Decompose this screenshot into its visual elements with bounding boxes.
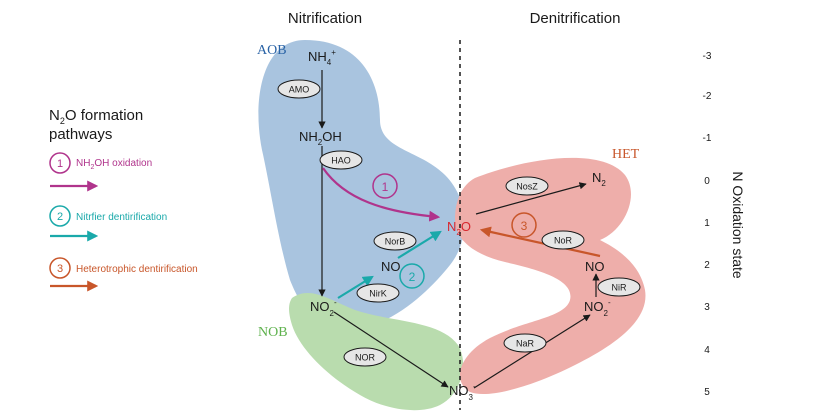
species-no2-right: NO2- [584, 298, 611, 318]
svg-text:1: 1 [382, 180, 389, 194]
title-nitrification: Nitrification [288, 10, 362, 27]
species-no-left: NO [381, 259, 401, 274]
species-no3: NO3- [449, 382, 476, 402]
enzyme-nor-het: NoR [541, 230, 585, 250]
ox-value: 0 [704, 176, 710, 187]
arrow-n2o-to-n2 [475, 182, 587, 215]
ox-value: 5 [704, 387, 710, 398]
species-n2: N2 [592, 170, 606, 188]
svg-text:HAO: HAO [331, 156, 351, 166]
marker-pathway-1: 1 [372, 173, 398, 199]
enzyme-nosz: NosZ [505, 176, 549, 196]
label-het: HET [612, 147, 640, 162]
legend-item-1: 1 NH2OH oxidation [49, 152, 152, 192]
svg-text:NosZ: NosZ [516, 182, 538, 192]
enzyme-nirk: NirK [356, 283, 400, 303]
ox-value: 3 [704, 302, 710, 313]
arrow-pathway-2a [337, 275, 374, 299]
species-nh4: NH4+ [308, 48, 336, 67]
legend-item-1-label: NH2OH oxidation [76, 158, 152, 171]
species-no-right: NO [585, 259, 605, 274]
ox-value: 1 [704, 218, 710, 229]
svg-text:3: 3 [521, 219, 528, 233]
svg-text:3: 3 [57, 263, 63, 275]
enzyme-amo: AMO [277, 79, 321, 99]
svg-text:1: 1 [57, 158, 63, 170]
svg-text:NirK: NirK [369, 289, 387, 299]
enzyme-nor-nob: NOR [343, 347, 387, 367]
ox-axis-label: N Oxidation state [730, 171, 746, 279]
svg-text:NOR: NOR [355, 353, 376, 363]
het-region [455, 157, 646, 395]
ox-value: -2 [703, 91, 712, 102]
enzyme-nir: NiR [597, 277, 641, 297]
ox-value: -3 [703, 51, 712, 62]
label-nob: NOB [258, 325, 288, 340]
oxidation-axis: -3 -2 -1 0 1 2 3 4 5 N Oxidation state [703, 51, 746, 398]
title-denitrification: Denitrification [530, 10, 621, 27]
species-nh2oh: NH2OH [299, 129, 342, 147]
svg-text:2: 2 [409, 270, 416, 284]
ox-value: 2 [704, 260, 710, 271]
legend-item-2: 2 Nitrfier dentirification [49, 205, 167, 242]
species-n2o: N2O [447, 219, 471, 237]
enzyme-hao: HAO [319, 150, 363, 170]
svg-text:2: 2 [57, 211, 63, 223]
legend-item-3: 3 Heterotrophic dentirification [49, 257, 198, 292]
ox-value: 4 [704, 345, 710, 356]
svg-text:AMO: AMO [289, 85, 310, 95]
label-aob: AOB [257, 43, 287, 58]
svg-text:NoR: NoR [554, 236, 573, 246]
legend-title-line2: pathways [49, 126, 112, 143]
arrow-pathway-2b [397, 230, 442, 259]
species-no2-left: NO2- [310, 298, 337, 318]
legend-title-line1: N2O formation [49, 107, 143, 126]
marker-pathway-3: 3 [511, 212, 537, 238]
svg-text:NorB: NorB [385, 237, 406, 247]
ox-value: -1 [703, 133, 712, 144]
enzyme-nar: NaR [503, 333, 547, 353]
arrow-pathway-1 [322, 167, 441, 222]
marker-pathway-2: 2 [399, 263, 425, 289]
aob-region [258, 40, 465, 330]
enzyme-norb: NorB [373, 231, 417, 251]
svg-text:NiR: NiR [612, 283, 627, 293]
arrow-no2-to-no3 [333, 311, 449, 388]
legend-item-3-label: Heterotrophic dentirification [76, 264, 198, 275]
legend-item-2-label: Nitrfier dentirification [76, 212, 167, 223]
arrow-pathway-3 [479, 226, 601, 258]
svg-text:NaR: NaR [516, 339, 535, 349]
